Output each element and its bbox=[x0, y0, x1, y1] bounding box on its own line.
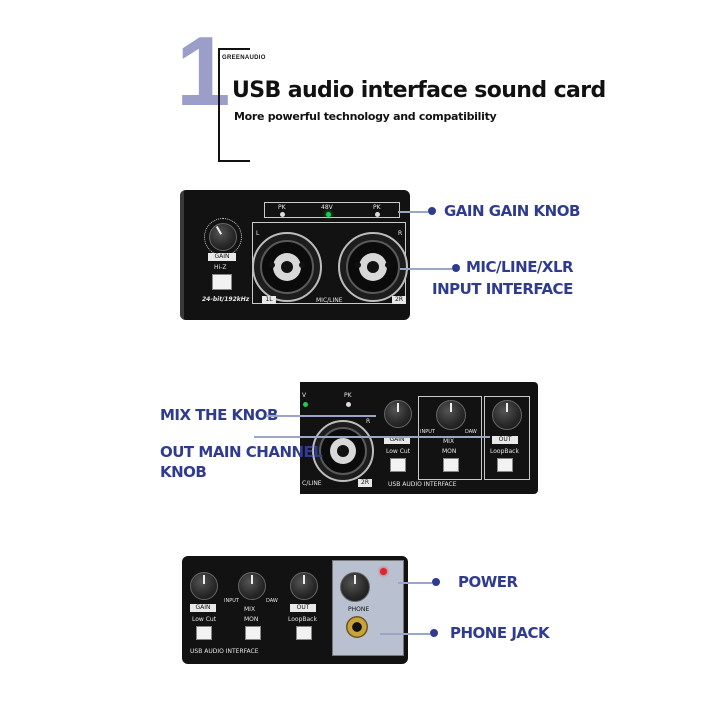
phone-jack[interactable] bbox=[346, 616, 368, 638]
mix-label: MIX bbox=[443, 438, 455, 445]
out-label: OUT bbox=[290, 604, 316, 612]
low-cut-button[interactable] bbox=[196, 626, 212, 640]
loopback-label: LoopBack bbox=[490, 448, 519, 455]
loopback-button[interactable] bbox=[497, 458, 513, 472]
power-callout-dot bbox=[432, 578, 440, 586]
v-label: V bbox=[302, 392, 307, 399]
callout-gain-knob: GAIN GAIN KNOB bbox=[444, 202, 580, 220]
header-bracket bbox=[218, 48, 250, 162]
phone-label: PHONE bbox=[348, 606, 370, 613]
callout-out-knob-1: OUT MAIN CHANNEL bbox=[160, 443, 323, 461]
r-label: R bbox=[366, 418, 371, 425]
channel-2r-badge: 2R bbox=[392, 296, 406, 304]
bitrate-label: 24-bit/192kHz bbox=[202, 296, 250, 303]
hiz-button[interactable] bbox=[212, 274, 232, 290]
gain-label: GAIN bbox=[190, 604, 216, 612]
mic-callout-line bbox=[400, 268, 452, 270]
device-panel-output: GAIN Low Cut INPUT DAW MIX MON OUT LoopB… bbox=[182, 556, 408, 664]
low-cut-label: Low Cut bbox=[386, 448, 411, 455]
pk-right-label: PK bbox=[373, 204, 381, 211]
loopback-label: LoopBack bbox=[288, 616, 317, 623]
usb-interface-label: USB AUDIO INTERFACE bbox=[190, 648, 259, 655]
out-label: OUT bbox=[492, 436, 518, 444]
input-label: INPUT bbox=[420, 429, 435, 435]
panel-edge bbox=[180, 190, 184, 320]
power-callout-line bbox=[398, 582, 432, 584]
low-cut-label: Low Cut bbox=[192, 616, 217, 623]
page-subtitle: More powerful technology and compatibili… bbox=[234, 110, 497, 123]
mix-knob[interactable] bbox=[436, 400, 466, 430]
gain-callout-dot bbox=[428, 207, 436, 215]
phone-callout-dot bbox=[430, 629, 438, 637]
gain-callout-line bbox=[398, 211, 428, 213]
gain-knob-indicator bbox=[215, 226, 222, 235]
pk-label: PK bbox=[344, 392, 352, 399]
input-label: INPUT bbox=[224, 598, 239, 604]
channel-2r-badge: 2R bbox=[358, 479, 372, 487]
daw-label: DAW bbox=[465, 429, 477, 435]
phone-volume-knob[interactable] bbox=[340, 572, 370, 602]
out-callout-line bbox=[254, 436, 490, 438]
mix-callout-line bbox=[266, 415, 376, 417]
gain-label: GAIN bbox=[208, 253, 236, 261]
low-cut-button[interactable] bbox=[390, 458, 406, 472]
mix-box bbox=[418, 396, 482, 480]
48v-led bbox=[326, 212, 331, 217]
callout-mic-line-2: INPUT INTERFACE bbox=[432, 280, 573, 298]
gain-knob[interactable] bbox=[190, 572, 218, 600]
daw-label: DAW bbox=[266, 598, 278, 604]
xlr-input-2[interactable] bbox=[338, 232, 408, 302]
mon-label: MON bbox=[442, 448, 457, 455]
callout-phone-jack: PHONE JACK bbox=[450, 624, 550, 642]
mix-label: MIX bbox=[244, 606, 256, 613]
mix-knob[interactable] bbox=[238, 572, 266, 600]
channel-1l-badge: 1L bbox=[262, 296, 276, 304]
mic-callout-dot bbox=[452, 264, 460, 272]
usb-interface-label: USB AUDIO INTERFACE bbox=[388, 481, 457, 488]
section-number: 1 bbox=[176, 16, 231, 126]
out-knob[interactable] bbox=[492, 400, 522, 430]
device-panel-mix: V PK R C/LINE 2R GAIN Low Cut INPUT DAW … bbox=[300, 382, 538, 494]
pk-right-led bbox=[375, 212, 380, 217]
callout-mic-line-1: MIC/LINE/XLR bbox=[466, 258, 574, 276]
mon-button[interactable] bbox=[245, 626, 261, 640]
page-title: USB audio interface sound card bbox=[232, 78, 606, 103]
v-led bbox=[303, 402, 308, 407]
hiz-label: Hi-Z bbox=[214, 264, 227, 271]
pk-left-label: PK bbox=[278, 204, 286, 211]
xlr-l-label: L bbox=[256, 230, 260, 237]
brand-logo-text: GREENAUDIO bbox=[222, 55, 266, 61]
power-led bbox=[380, 568, 387, 575]
mon-button[interactable] bbox=[443, 458, 459, 472]
loopback-button[interactable] bbox=[296, 626, 312, 640]
xlr-input-2-partial[interactable] bbox=[312, 420, 374, 482]
line-label: C/LINE bbox=[302, 480, 322, 487]
gain-knob[interactable] bbox=[384, 400, 412, 428]
phone-callout-line bbox=[380, 633, 430, 635]
48v-label: 48V bbox=[321, 204, 333, 211]
gain-label: GAIN bbox=[384, 436, 410, 444]
indicator-box bbox=[264, 202, 400, 218]
callout-power: POWER bbox=[458, 573, 518, 591]
xlr-input-1[interactable] bbox=[252, 232, 322, 302]
out-box bbox=[484, 396, 530, 480]
out-knob[interactable] bbox=[290, 572, 318, 600]
pk-left-led bbox=[280, 212, 285, 217]
device-panel-front: PK 48V PK GAIN Hi-Z 24-bit/192kHz L R 1L… bbox=[180, 190, 410, 320]
callout-out-knob-2: KNOB bbox=[160, 463, 207, 481]
xlr-r-label: R bbox=[398, 230, 403, 237]
mon-label: MON bbox=[244, 616, 259, 623]
pk-led bbox=[346, 402, 351, 407]
gain-knob[interactable] bbox=[209, 223, 237, 251]
callout-mix-knob: MIX THE KNOB bbox=[160, 406, 278, 424]
mic-line-label: MIC/LINE bbox=[316, 297, 343, 304]
